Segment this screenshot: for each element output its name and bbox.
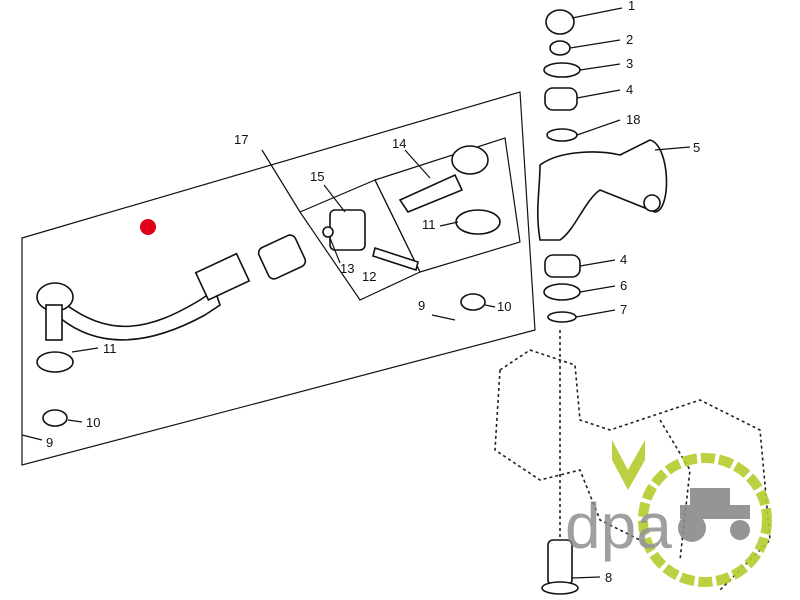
callout-9b: 9: [46, 435, 53, 450]
callout-11b: 11: [103, 341, 117, 356]
callout-11: 11: [422, 217, 436, 232]
axle-housing-dashed: [494, 330, 771, 591]
callout-9: 9: [418, 298, 425, 313]
callout-8: 8: [605, 570, 612, 585]
callout-14: 14: [392, 136, 406, 151]
tie-rod: [59, 234, 307, 341]
callout-17: 17: [234, 132, 248, 147]
leader-lines: [21, 7, 691, 579]
callout-7: 7: [620, 302, 627, 317]
callout-2: 2: [626, 32, 633, 47]
ball-joint-right: [398, 145, 501, 311]
callout-5: 5: [693, 140, 700, 155]
ball-joint-left: [36, 282, 74, 427]
callout-10: 10: [497, 299, 511, 314]
clamp: [322, 209, 456, 321]
dpa-logo: dpa: [565, 440, 772, 587]
logo-text: dpa: [565, 490, 672, 562]
callout-6: 6: [620, 278, 627, 293]
callout-1: 1: [628, 0, 635, 13]
wheat-icon: [612, 440, 645, 490]
assembly-frame-17: [21, 91, 536, 466]
callout-18: 18: [626, 112, 640, 127]
callout-12: 12: [362, 269, 376, 284]
callout-4: 4: [626, 82, 633, 97]
callout-15: 15: [310, 169, 324, 184]
marker-dot: [140, 219, 156, 235]
callout-4b: 4: [620, 252, 627, 267]
spindle-stack: [536, 9, 668, 595]
assembly-frame-14: [374, 137, 521, 273]
callout-3: 3: [626, 56, 633, 71]
callout-13: 13: [340, 261, 354, 276]
callout-10b: 10: [86, 415, 100, 430]
tractor-icon: [678, 488, 750, 542]
